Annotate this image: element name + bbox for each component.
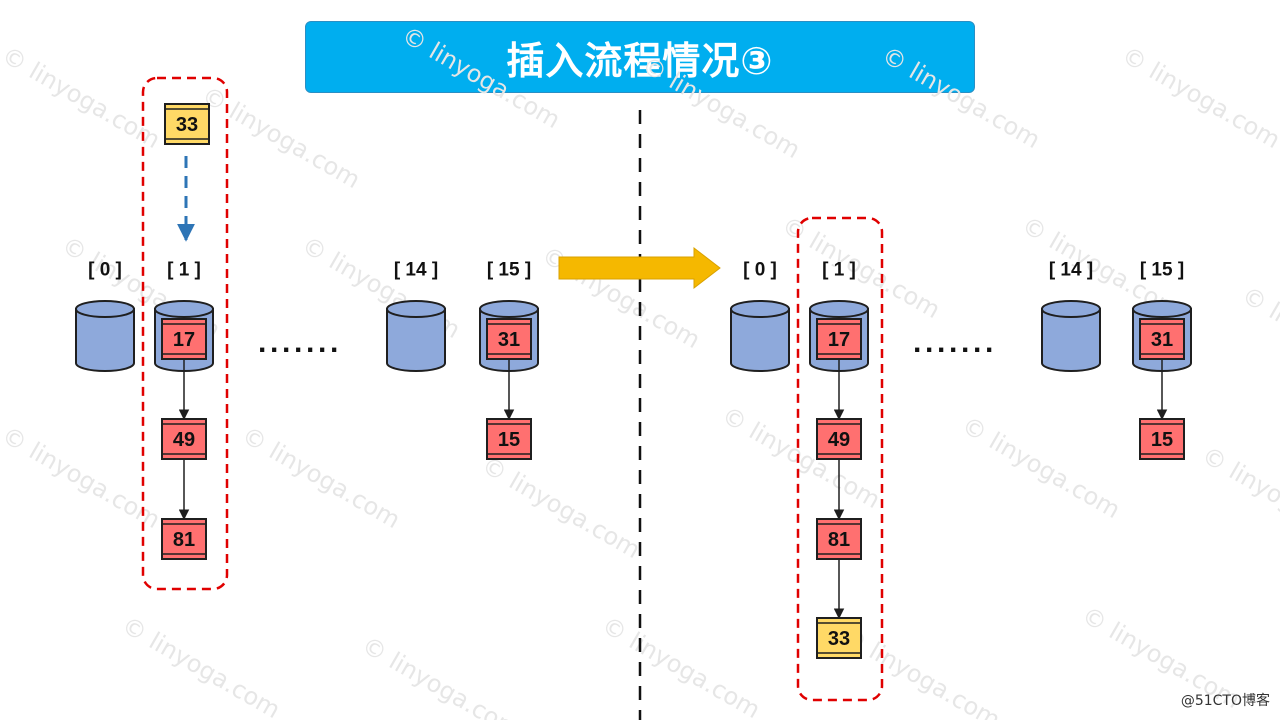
after-bucket-label: [ 0 ]: [743, 260, 777, 281]
incoming-node-label: 33: [176, 114, 198, 136]
watermark-text: © linyoga.com: [637, 51, 805, 164]
bucket-top: [1041, 300, 1101, 318]
title-banner: 插入流程情况③: [305, 21, 975, 93]
bucket-body: [1041, 308, 1101, 372]
after-bucket15-node-label: 31: [1151, 329, 1173, 351]
before-bucket1-node-box: [161, 518, 207, 560]
watermark-text: © linyoga.com: [837, 621, 1005, 720]
after-bucket-label: [ 15 ]: [1140, 260, 1184, 281]
before-bucket-0: [75, 300, 135, 372]
watermark-text: © linyoga.com: [877, 41, 1045, 154]
page-title: 插入流程情况③: [506, 38, 774, 83]
after-bucket-0: [730, 300, 790, 372]
after-bucket15-node-box: [1139, 418, 1185, 460]
bucket-top: [154, 300, 214, 318]
before-bucket1-node-label: 17: [173, 329, 195, 351]
after-bucket15-node-box: [1139, 318, 1185, 360]
before-bucket-label: [ 0 ]: [88, 260, 122, 281]
before-bucket1-node-label: 81: [173, 529, 195, 551]
watermark-text: © linyoga.com: [957, 411, 1125, 524]
before-bucket15-node-label: 15: [498, 429, 520, 451]
watermark-text: © linyoga.com: [397, 21, 565, 134]
watermark-text: © linyoga.com: [117, 611, 285, 720]
bucket-top: [730, 300, 790, 318]
watermark-text: © linyoga.com: [1117, 41, 1280, 154]
bucket-top: [809, 300, 869, 318]
before-bucket1-node-label: 49: [173, 429, 195, 451]
after-highlight-frame: [796, 216, 884, 702]
bucket-top: [386, 300, 446, 318]
watermark-text: © linyoga.com: [0, 421, 165, 534]
after-ellipsis: ·······: [913, 334, 997, 367]
after-bucket1-node-label: 33: [828, 628, 850, 650]
watermark-text: © linyoga.com: [0, 41, 165, 154]
watermark-text: © linyoga.com: [1237, 281, 1280, 394]
bucket-top: [75, 300, 135, 318]
after-bucket-2: [1041, 300, 1101, 372]
watermark-text: © linyoga.com: [197, 81, 365, 194]
after-bucket1-node-box: [816, 318, 862, 360]
bucket-top: [479, 300, 539, 318]
bucket-top: [1132, 300, 1192, 318]
after-bucket1-node-label: 81: [828, 529, 850, 551]
incoming-node-box: [164, 103, 210, 145]
diagram-layer: [ 0 ] [ 1 ] [ 14 ] [ 15 ] 17 49 81 31 15 ······· 3…: [75, 76, 1192, 720]
watermark-text: © linyoga.com: [477, 451, 645, 564]
before-bucket-label: [ 14 ]: [394, 260, 438, 281]
watermark-text: © linyoga.com: [237, 421, 405, 534]
watermark-text: © linyoga.com: [1197, 441, 1280, 554]
after-bucket15-node-label: 15: [1151, 429, 1173, 451]
before-bucket-2: [386, 300, 446, 372]
before-bucket-label: [ 15 ]: [487, 260, 531, 281]
bucket-body: [730, 308, 790, 372]
after-bucket-label: [ 1 ]: [822, 260, 856, 281]
credit-text: @51CTO博客: [1180, 693, 1270, 709]
before-highlight-frame: [141, 76, 229, 591]
before-bucket1-node-box: [161, 318, 207, 360]
after-bucket1-node-label: 49: [828, 429, 850, 451]
bucket-body: [386, 308, 446, 372]
transition-arrow: [558, 246, 721, 290]
before-bucket15-node-label: 31: [498, 329, 520, 351]
before-bucket1-node-box: [161, 418, 207, 460]
watermark-text: © linyoga.com: [357, 631, 525, 720]
before-ellipsis: ·······: [258, 334, 342, 367]
after-bucket1-node-label: 17: [828, 329, 850, 351]
before-bucket-label: [ 1 ]: [167, 260, 201, 281]
bucket-body: [75, 308, 135, 372]
watermark-text: © linyoga.com: [597, 611, 765, 720]
after-bucket-label: [ 14 ]: [1049, 260, 1093, 281]
before-bucket15-node-box: [486, 318, 532, 360]
